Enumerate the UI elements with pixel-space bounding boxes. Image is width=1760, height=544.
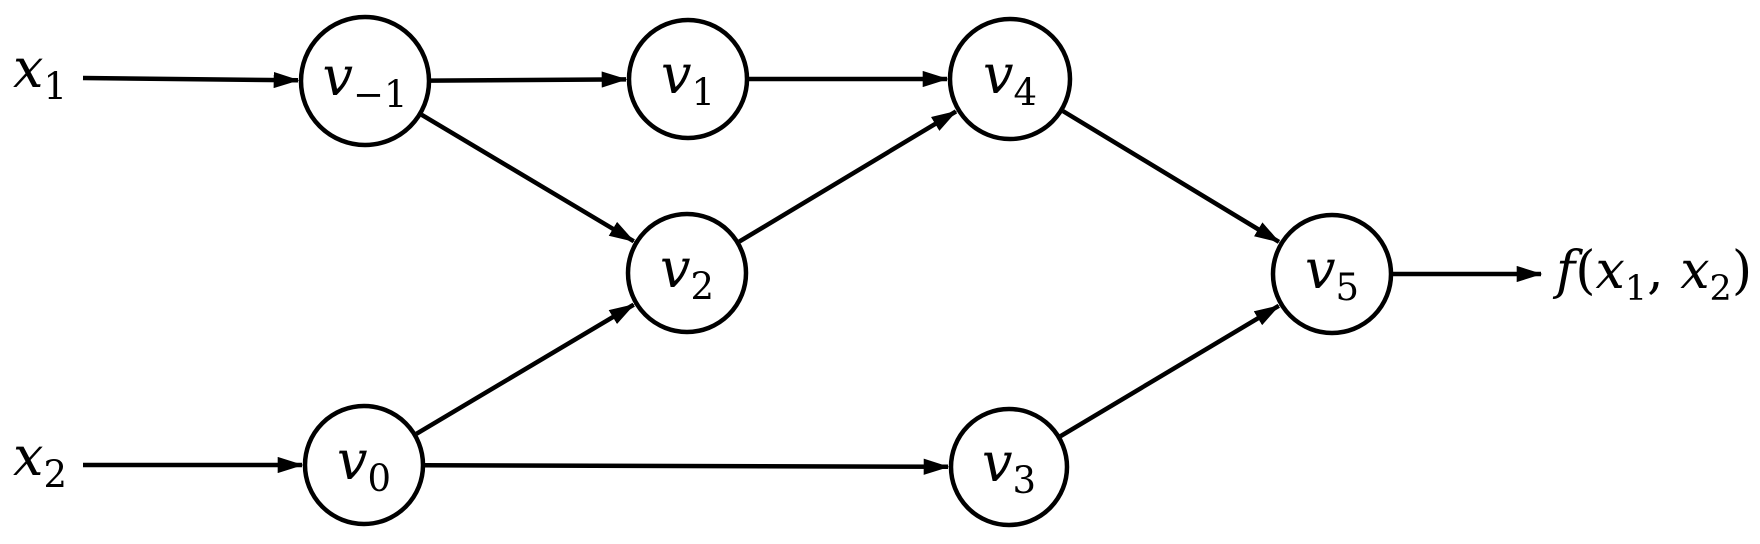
edge-x1-vminus1 xyxy=(82,71,300,89)
edge-v3-v5 xyxy=(1059,303,1280,439)
output-f-label: f(x1, x2) xyxy=(1552,241,1752,309)
node-label-v0: v0 xyxy=(337,429,391,500)
node-v-1 xyxy=(298,14,432,148)
node-v2 xyxy=(625,211,749,335)
node-v4 xyxy=(947,16,1073,142)
node-v3 xyxy=(948,406,1070,528)
node-label-v5: v5 xyxy=(1305,238,1359,309)
node-label-v1: v1 xyxy=(661,43,715,114)
node-v5 xyxy=(1270,212,1394,336)
edge-v4-v5 xyxy=(1061,109,1281,244)
input-x2-label: x2 xyxy=(13,425,67,496)
edge-vminus1-v2 xyxy=(420,112,635,244)
node-v1 xyxy=(626,17,750,141)
node-v0 xyxy=(302,403,426,527)
edge-vminus1-v1 xyxy=(430,71,628,88)
node-label-v-1: v−1 xyxy=(322,45,407,116)
edge-v2-v4 xyxy=(738,109,958,244)
input-x1-label: x1 xyxy=(13,37,67,108)
node-label-v2: v2 xyxy=(660,237,714,308)
node-label-v3: v3 xyxy=(982,431,1036,502)
edge-v0-v2 xyxy=(415,302,635,436)
node-label-v4: v4 xyxy=(983,43,1037,114)
edge-v0-v3 xyxy=(424,458,950,475)
